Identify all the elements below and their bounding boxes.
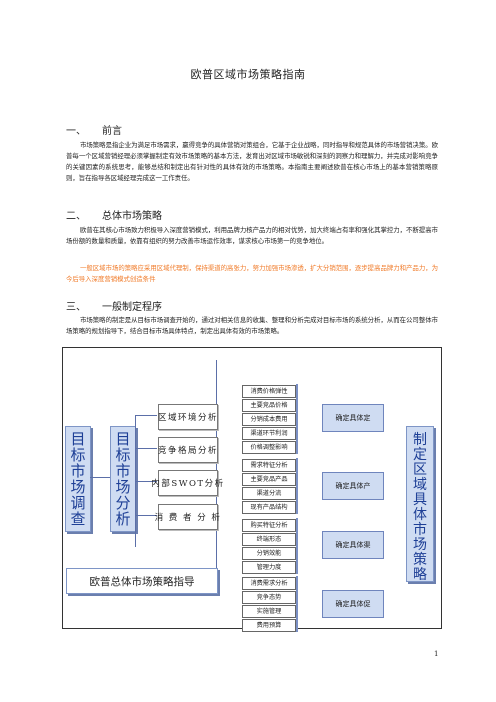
group-bracket bbox=[296, 384, 298, 454]
factor-item: 管理力度 bbox=[242, 561, 296, 574]
factor-item: 购买特征分析 bbox=[242, 519, 296, 532]
section-heading: 三、 一般制定程序 bbox=[66, 298, 162, 313]
factor-item: 竞争态势 bbox=[242, 591, 296, 604]
section-title: 前言 bbox=[102, 126, 122, 137]
factor-item: 主要竞品价格 bbox=[242, 399, 296, 412]
highlight-paragraph: 一般区域市场的策略应采用区域代理制，保持渠道的高张力，努力加强市场渗透，扩大分销… bbox=[66, 264, 438, 283]
connector-line bbox=[90, 477, 110, 478]
group-bracket bbox=[296, 518, 298, 574]
consumer-analysis: 消 费 者 分 析 bbox=[155, 504, 220, 530]
factor-item: 需求特征分析 bbox=[242, 459, 296, 472]
factor-item: 终端形态 bbox=[242, 533, 296, 546]
market-survey-box: 目标市场调查 bbox=[65, 426, 91, 532]
factor-item: 渠道环节利润 bbox=[242, 427, 296, 440]
section-number: 三、 bbox=[66, 302, 86, 313]
factor-item: 分销成本费用 bbox=[242, 413, 296, 426]
section-paragraph: 市场策略是指企业为满足市场需求，赢得竞争的具体营销对策组合，它基于企业战略，同时… bbox=[66, 141, 438, 182]
decision-promotion: 确定具体促 bbox=[322, 590, 384, 618]
market-analysis-label: 目标市场分析 bbox=[115, 430, 131, 528]
factor-item: 分销效能 bbox=[242, 547, 296, 560]
section-number: 二、 bbox=[66, 211, 86, 222]
factor-item: 主要竞品产品 bbox=[242, 473, 296, 486]
factor-item: 实施管理 bbox=[242, 605, 296, 618]
regional-strategy-box: 制定区域具体市场策略 bbox=[406, 426, 434, 583]
factor-item: 价格调整影响 bbox=[242, 441, 296, 454]
regional-strategy-label: 制定区域具体市场策略 bbox=[413, 432, 427, 583]
factor-item: 消费需求分析 bbox=[242, 577, 296, 590]
section-paragraph: 欧普在其核心市场致力积极导入深度营销模式，利用品牌力核产品力的相对优势，加大终端… bbox=[66, 226, 438, 245]
factor-item: 渠道分流 bbox=[242, 487, 296, 500]
section-paragraph: 市场策略的制定是从目标市场调查开始的，通过对相关信息的收集、整理和分析完成对目标… bbox=[66, 316, 438, 335]
decision-channel: 确定具体渠 bbox=[322, 531, 384, 559]
section-number: 一、 bbox=[66, 126, 86, 137]
decision-product: 确定具体产 bbox=[322, 472, 384, 500]
section-title: 一般制定程序 bbox=[102, 302, 162, 313]
section-heading: 一、 前言 bbox=[66, 122, 122, 137]
connector-line bbox=[135, 481, 157, 482]
page-number: 1 bbox=[434, 650, 439, 658]
competitive-landscape-analysis: 竞争格局分析 bbox=[158, 437, 218, 463]
market-analysis-box: 目标市场分析 bbox=[110, 426, 136, 532]
connector-line bbox=[135, 515, 157, 516]
internal-swot-analysis: 内部SWOT分析 bbox=[151, 470, 223, 496]
overall-strategy-guide: 欧普总体市场策略指导 bbox=[66, 568, 218, 594]
factor-item: 消费价格弹性 bbox=[242, 385, 296, 398]
connector-line bbox=[135, 415, 157, 416]
page-title: 欧普区域市场策略指南 bbox=[190, 68, 306, 81]
group-bracket bbox=[296, 458, 298, 514]
section-heading: 二、 总体市场策略 bbox=[66, 207, 162, 222]
market-survey-label: 目标市场调查 bbox=[70, 430, 86, 528]
section-title: 总体市场策略 bbox=[102, 211, 162, 222]
decision-price: 确定具体定 bbox=[322, 404, 384, 432]
factor-item: 费用预算 bbox=[242, 619, 296, 632]
regional-environment-analysis: 区域环境分析 bbox=[158, 404, 218, 430]
connector-line bbox=[135, 448, 157, 449]
factor-item: 现有产品结构 bbox=[242, 501, 296, 514]
group-bracket bbox=[296, 576, 298, 632]
